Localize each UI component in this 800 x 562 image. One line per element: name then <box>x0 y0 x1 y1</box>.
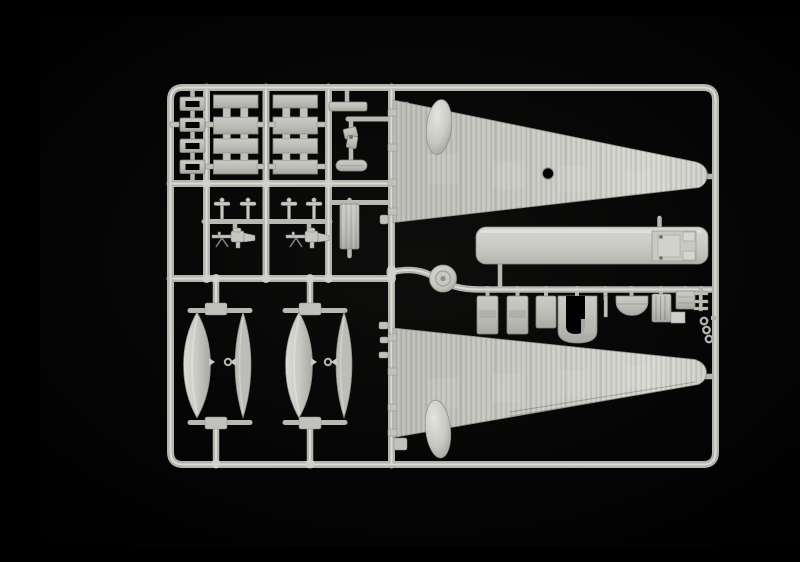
photo-background <box>40 16 800 546</box>
cabin-floor <box>475 226 709 265</box>
ring-parts <box>699 316 716 344</box>
side-panel-3 <box>535 295 557 329</box>
float-half-1b <box>230 310 252 420</box>
float-halves <box>183 302 353 430</box>
side-panel-2 <box>506 295 529 335</box>
u-cowl <box>557 295 598 344</box>
machine-gun-2 <box>285 227 330 249</box>
small-parts-row <box>476 288 716 344</box>
machine-gun-1 <box>211 227 256 249</box>
wing-hole <box>542 168 554 179</box>
float-half-1a <box>183 311 215 419</box>
corrugated-door <box>339 203 389 250</box>
engine-nacelle-bottom <box>424 399 452 459</box>
side-panel-1 <box>476 295 499 335</box>
wheel-disc <box>429 264 457 293</box>
engine-block <box>651 293 672 323</box>
float-half-2b <box>331 310 353 420</box>
engine-nacelle-top <box>425 99 453 155</box>
rectangular-panels <box>205 94 326 175</box>
small-bracket <box>342 126 359 149</box>
pin-part <box>603 295 608 318</box>
machine-guns <box>211 227 330 249</box>
mast-struts <box>213 197 323 220</box>
sprue-photo: Product photo of a light-grey injection-… <box>40 16 800 546</box>
rail-clips-bottom <box>378 321 408 451</box>
pill-fairing <box>335 159 368 172</box>
runner-highlights <box>169 86 717 466</box>
sprue-photo-canvas: Product photo of a light-grey injection-… <box>40 16 800 546</box>
strip-panel <box>328 101 368 112</box>
dome-cowl <box>615 295 649 316</box>
float-half-2a <box>285 311 317 419</box>
ladder-bracket <box>693 288 709 312</box>
window-frame-parts <box>169 96 206 174</box>
